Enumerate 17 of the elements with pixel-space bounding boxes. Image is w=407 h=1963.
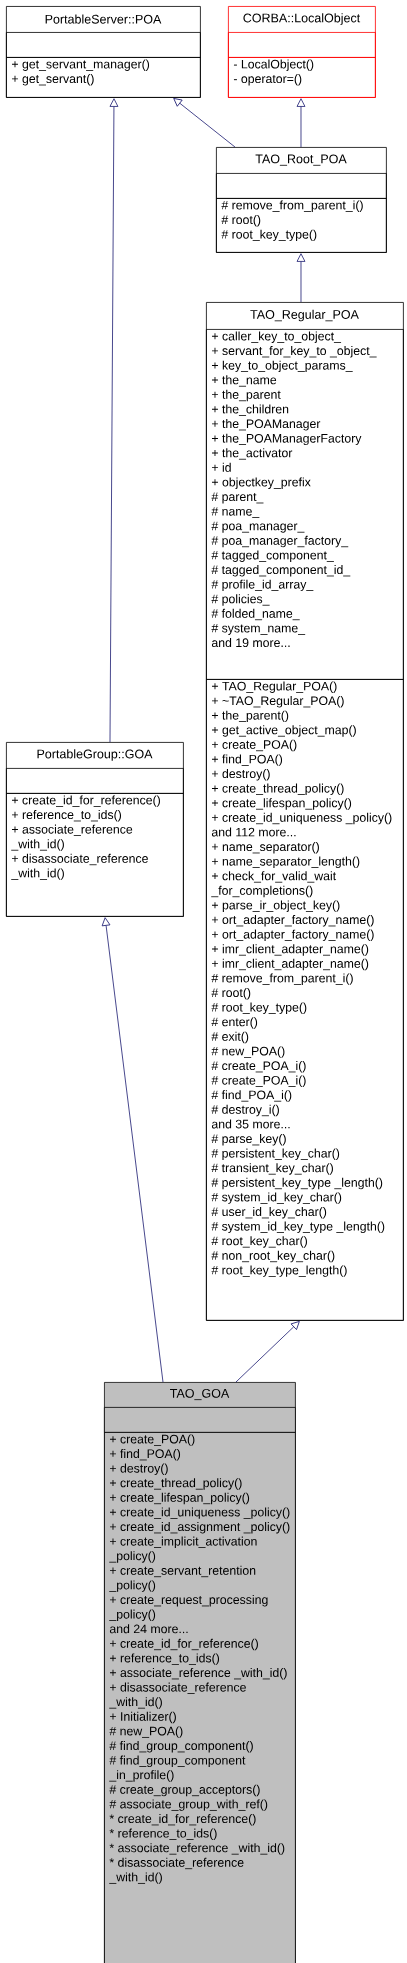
member-list: + TAO_Regular_POA() + ~TAO_Regular_POA() + the_parent() + get_active_object_map() + create_POA() + find_POA() + destroy() + create_thread_policy() + create_lifespan_policy() + create_id_uniqueness _policy() and 112 more... + name_separator() + name_separator_length() + check_for_valid_wait _for_completions() + parse_ir_object_key() + ort_adapter_factory_name() + ort_adapter_factory_name() + imr_client_adapter_name() + imr_client_adapter_name() # remove_from_parent_i() # root() # root_key_type() # enter() # exit() # new_POA() # create_POA_i() # create_POA_i() # find_POA_i() # destroy_i() and 35 more... # parse_key() # persistent_key_char() # transient_key_char() # persistent_key_type _length() # system_id_key_char() # user_id_key_char() # system_id_key_type _length() # root_key_char() # non_root_key_char() # root_key_type_length(): [206, 679, 404, 1321]
member-list: - LocalObject() - operator=(): [228, 57, 376, 98]
compartment-box: [228, 32, 376, 58]
inheritance-arrow: [296, 253, 306, 303]
member-list: + caller_key_to_object_ + servant_for_key_to _object_ + key_to_object_params_ + the_name + the_parent + the_children + the_POAManager + the_POAManagerFactory + the_activator + id + objectkey_prefix # parent_ # name_ # poa_manager_ # poa_manager_factory_ # tagged_component_ # tagged_component_id_ # profile_id_array_ # policies_ # folded_name_ # system_name_ and 19 more...: [206, 329, 404, 680]
inheritance-arrow: [235, 1321, 300, 1383]
inheritance-arrow: [101, 917, 164, 1383]
compartment-box: [6, 768, 184, 794]
inheritance-arrow: [109, 98, 119, 743]
inheritance-arrow: [296, 98, 306, 148]
compartment-box: [216, 173, 387, 199]
member-list: + create_id_for_reference() + reference_to_ids() + associate_reference _with_id() + disassociate_reference _with_id(): [6, 793, 184, 917]
member-list: + get_servant_manager() + get_servant(): [6, 57, 201, 98]
member-list: # remove_from_parent_i() # root() # root_key_type(): [216, 198, 387, 253]
inheritance-arrow: [173, 98, 236, 148]
compartment-box: [6, 32, 201, 58]
compartment-box: [104, 1407, 296, 1433]
